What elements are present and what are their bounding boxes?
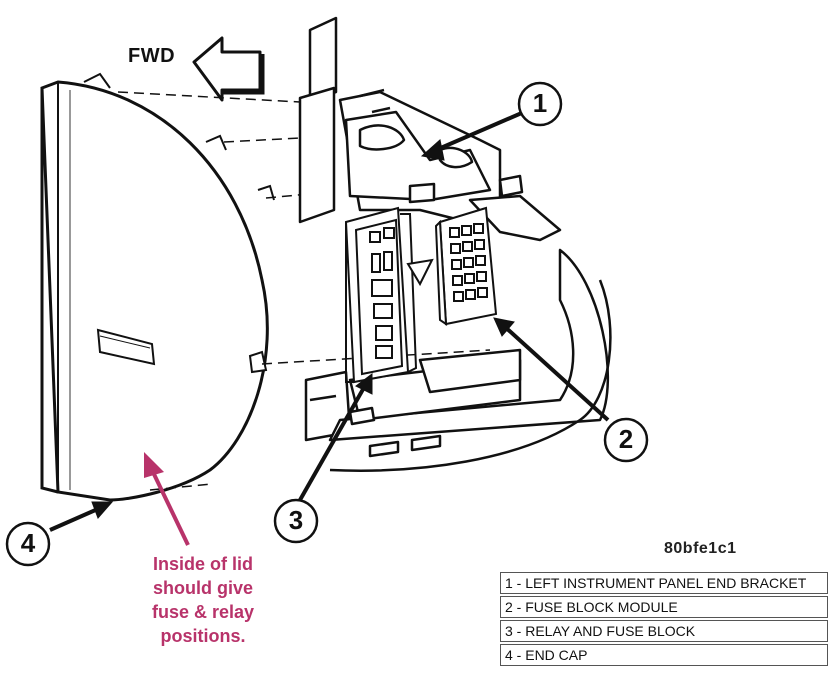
callout-number-3: 3 [288, 505, 304, 535]
callout-number-1: 1 [532, 88, 548, 118]
callout-number-2: 2 [618, 424, 634, 454]
annotation-arrow [144, 452, 190, 546]
legend-item: 1 - LEFT INSTRUMENT PANEL END BRACKET [500, 572, 828, 594]
legend-row: 3 - RELAY AND FUSE BLOCK [500, 620, 828, 642]
leader-arrows [49, 110, 610, 532]
fwd-label: FWD [128, 45, 176, 67]
callout-circle-2 [603, 417, 649, 463]
annotation-line: fuse & relay [151, 602, 255, 622]
end-cap-lid [40, 72, 275, 502]
relay-and-fuse-block [344, 206, 418, 384]
callout-circle-4 [5, 521, 51, 567]
legend-table: 1 - LEFT INSTRUMENT PANEL END BRACKET 2 … [500, 570, 828, 668]
fuse-block-module [406, 206, 498, 326]
fuse-grid [449, 223, 488, 302]
fwd-arrow-shadow [222, 54, 265, 95]
annotation-text: Inside of lid should give fuse & relay p… [128, 552, 278, 648]
end-bracket [298, 16, 562, 442]
legend-row: 2 - FUSE BLOCK MODULE [500, 596, 828, 618]
legend-item: 3 - RELAY AND FUSE BLOCK [500, 620, 828, 642]
annotation-line: Inside of lid [152, 554, 253, 574]
annotation-line: should give [152, 578, 253, 598]
figure-id: 80bfe1c1 [664, 540, 737, 557]
legend-item: 4 - END CAP [500, 644, 828, 666]
legend-row: 1 - LEFT INSTRUMENT PANEL END BRACKET [500, 572, 828, 594]
callout-circle-3 [273, 498, 319, 544]
callout-circle-1 [517, 81, 563, 127]
legend-row: 4 - END CAP [500, 644, 828, 666]
legend-item: 2 - FUSE BLOCK MODULE [500, 596, 828, 618]
callout-circles [5, 81, 649, 567]
annotation-line: positions. [160, 626, 246, 646]
callout-number-4: 4 [20, 528, 36, 558]
